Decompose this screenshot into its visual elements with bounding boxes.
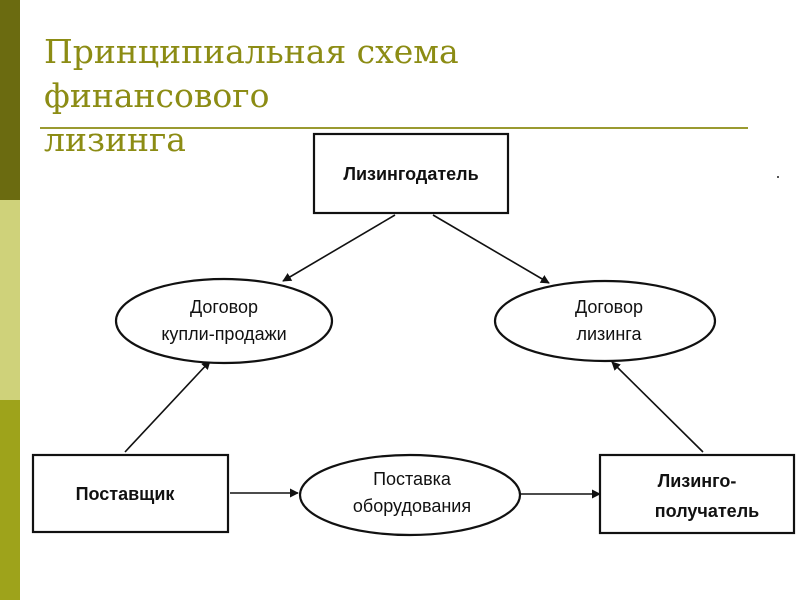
arrow-lessor-to-leasing-contract [432, 214, 550, 284]
node-equipment-supply-shape [298, 453, 522, 537]
node-equipment-supply-line-1: Поставка [373, 469, 452, 489]
node-lessor-label: Лизингодатель [343, 164, 478, 184]
node-lessor-box [312, 132, 510, 215]
stray-dot [777, 176, 779, 178]
node-leasing-contract-line-2: лизинга [577, 324, 643, 344]
title-line-3: лизинга [44, 120, 186, 159]
sidebar-accent [0, 0, 20, 600]
node-purchase-contract-line-1: Договор [190, 297, 258, 317]
node-lessor: Лизингодатель [312, 132, 510, 215]
node-lessee: Лизинго- получатель [598, 453, 796, 535]
title-divider [40, 127, 748, 129]
node-supplier-label: Поставщик [76, 484, 176, 504]
node-supplier-box [31, 453, 230, 534]
slide-title: Принципиальная схема финансового лизинга [44, 30, 564, 162]
sidebar-segment-mid [0, 400, 20, 600]
node-purchase-contract-shape [114, 277, 334, 365]
sidebar-segment-light [0, 200, 20, 400]
node-leasing-contract-shape [493, 279, 717, 363]
node-lessee-line-1: Лизинго- [658, 471, 737, 491]
node-supplier: Поставщик [31, 453, 230, 534]
arrow-supplier-to-purchase-contract [124, 360, 211, 453]
node-lessee-line-2: получатель [655, 501, 759, 521]
node-leasing-contract-line-1: Договор [575, 297, 643, 317]
node-equipment-supply-line-2: оборудования [353, 496, 471, 516]
node-lessee-box [598, 453, 796, 535]
node-purchase-contract-line-2: купли-продажи [161, 324, 286, 344]
sidebar-segment-dark [0, 0, 20, 200]
title-line-1: Принципиальная схема [44, 32, 459, 71]
node-leasing-contract: Договор лизинга [493, 279, 717, 363]
arrow-lessee-to-leasing-contract [611, 361, 704, 453]
node-equipment-supply: Поставка оборудования [298, 453, 522, 537]
arrow-lessor-to-purchase-contract [282, 214, 396, 282]
node-purchase-contract: Договор купли-продажи [114, 277, 334, 365]
title-line-2: финансового [44, 76, 270, 115]
